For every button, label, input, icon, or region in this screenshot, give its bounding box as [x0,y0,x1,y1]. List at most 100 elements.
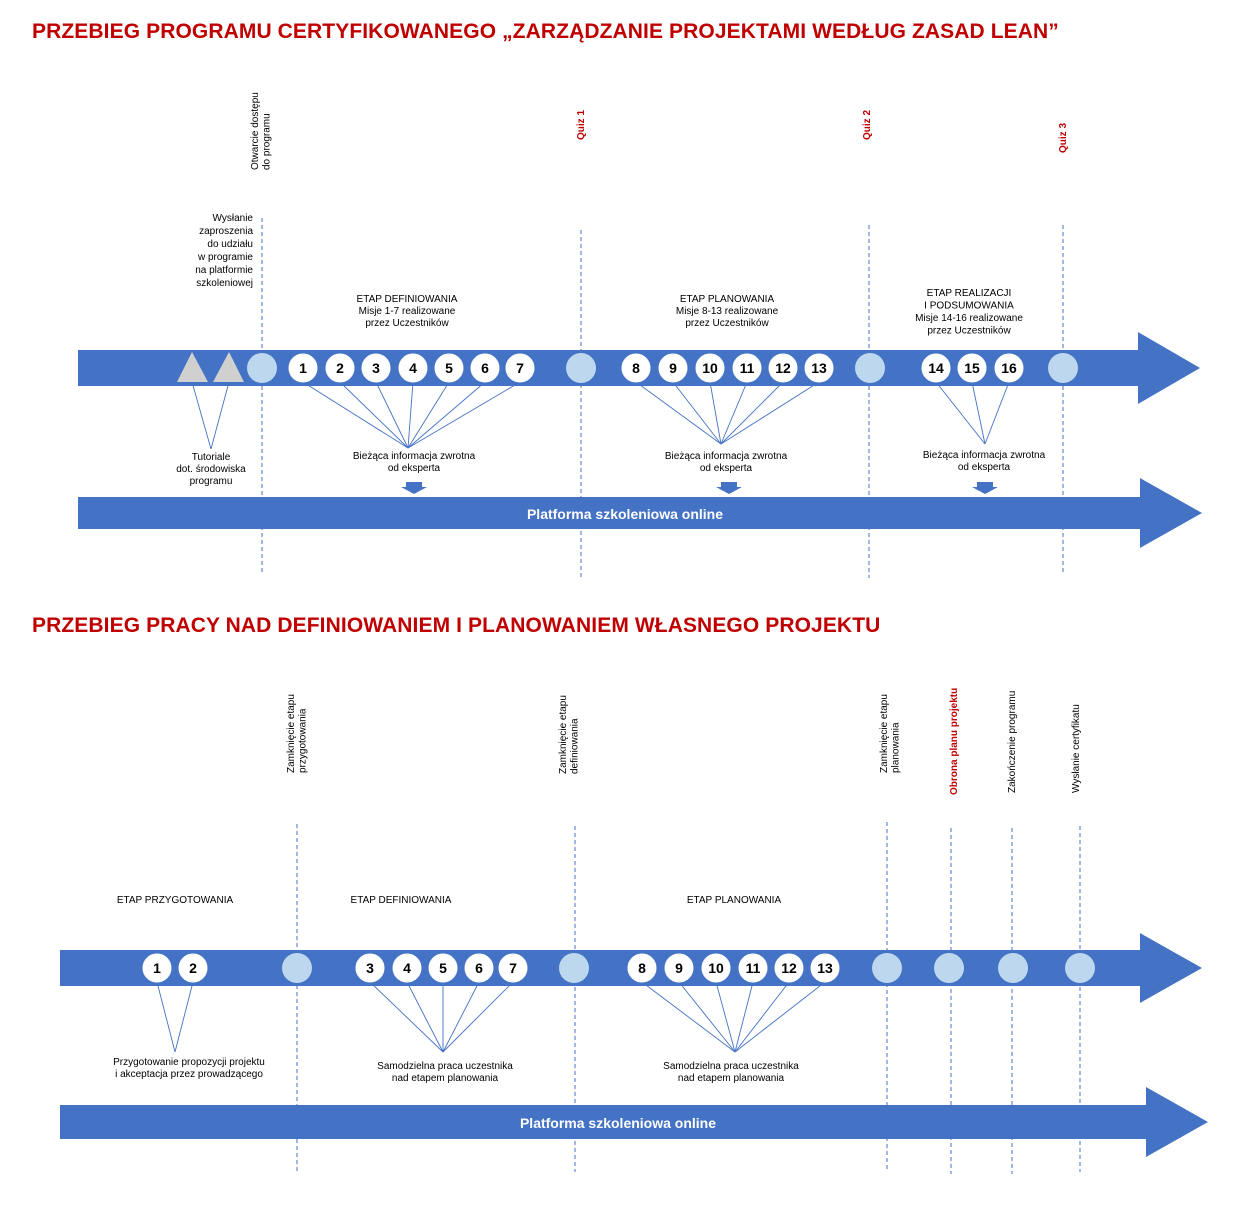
step-9-label: 9 [675,960,683,976]
diagram2-title: PRZEBIEG PRACY NAD DEFINIOWANIEM I PLANO… [32,614,881,637]
mission-1-label: 1 [299,360,307,376]
milestone-quiz-2-line: Quiz 2 [862,110,873,140]
step-3-label: 3 [366,960,374,976]
milestone-end-program-line: Zakończenie programu [1007,691,1018,793]
feedback-connector [984,381,1010,445]
mission-8-circle [620,352,652,384]
work-note-plan-line: nad etapem planowania [678,1073,785,1084]
work-connector [442,981,480,1053]
milestone-close-prep-line: Zamknięcie etapu [286,694,297,773]
stage-przygotowania-2: ETAP PRZYGOTOWANIA [117,895,234,906]
milestone-close-def-line: Zamknięcie etapu [558,695,569,774]
step-4-label: 4 [403,960,411,976]
step-2-label: 2 [189,960,197,976]
mission-11-label: 11 [740,360,755,376]
feedback-arrow-3 [972,482,998,494]
work-connector [734,981,826,1053]
step-4-circle [391,952,423,984]
mission-7-circle [504,352,536,384]
milestone-quiz-2: Quiz 2 [862,110,873,140]
milestone-end-program: Zakończenie programu [1007,691,1018,793]
stage-realizacji-1-line: ETAP REALIZACJI [927,288,1012,299]
platform-label-2: Platforma szkoleniowa online [520,1115,716,1131]
diagram1-title: PRZEBIEG PROGRAMU CERTYFIKOWANEGO „ZARZĄ… [32,20,1059,43]
stage-planowania-1-line: Misje 8-13 realizowane [676,306,779,317]
milestone-close-plan-line: Zamknięcie etapu [879,694,890,773]
milestone-quiz-1: Quiz 1 [576,110,587,140]
platform-label-1: Platforma szkoleniowa online [527,506,723,522]
work-connector [369,981,444,1053]
milestone-certificate: Wysłanie certyfikatu [1071,704,1082,793]
milestone-certificate-line: Wysłanie certyfikatu [1071,704,1082,793]
feedback-connector [720,381,784,445]
stage-definiowania-1-line: przez Uczestników [365,318,449,329]
feedback-connector [339,381,409,449]
work-connector [406,981,444,1053]
milestone-circle-close-def [559,953,589,983]
milestone-circle-close-prep [282,953,312,983]
step-3-circle [354,952,386,984]
tutorial-connector [210,381,230,450]
feedback-connector [971,381,986,445]
step-11-circle [737,952,769,984]
feedback-text-1-line: Bieżąca informacja zwrotna [353,451,476,462]
mission-4-circle [397,352,429,384]
prep-note-line: i akceptacja przez prowadzącego [115,1069,263,1080]
mission-2-label: 2 [336,360,344,376]
feedback-connector [407,381,521,449]
step-12-label: 12 [781,960,797,976]
invitation-text-line: Wysłanie [213,213,254,224]
tutorials-text-line: dot. środowiska [176,464,246,475]
mission-10-circle [694,352,726,384]
stage-realizacji-1-line: I PODSUMOWANIA [924,301,1014,312]
mission-12-label: 12 [775,360,791,376]
mission-12-circle [767,352,799,384]
milestone-defense-line: Obrona planu projektu [949,688,960,795]
mission-13-label: 13 [811,360,827,376]
mission-2-circle [324,352,356,384]
mission-15-label: 15 [964,360,980,376]
step-13-label: 13 [817,960,833,976]
step-1-label: 1 [153,960,161,976]
step-11-label: 11 [746,960,761,976]
stage-realizacji-1-line: przez Uczestników [927,326,1011,337]
step-5-circle [427,952,459,984]
stage-planowania-2: ETAP PLANOWANIA [687,895,782,906]
mission-9-label: 9 [669,360,677,376]
mission-6-label: 6 [481,360,489,376]
feedback-text-1-line: od eksperta [388,463,441,474]
milestone-defense: Obrona planu projektu [949,688,960,795]
mission-13-circle [803,352,835,384]
feedback-text-2-line: od eksperta [700,463,753,474]
milestone-quiz-3: Quiz 3 [1058,123,1069,153]
mission-16-circle [993,352,1025,384]
work-connector [442,981,514,1053]
mission-8-label: 8 [632,360,640,376]
step-6-label: 6 [475,960,483,976]
step-8-circle [626,952,658,984]
milestone-quiz-1-line: Quiz 1 [576,110,587,140]
mission-4-label: 4 [409,360,417,376]
mission-14-circle [920,352,952,384]
work-note-def-line: nad etapem planowania [392,1073,499,1084]
milestone-open-access-line: Otwarcie dostępu [250,92,261,170]
feedback-text-2-line: Bieżąca informacja zwrotna [665,451,788,462]
step-1-circle [141,952,173,984]
step-7-circle [497,952,529,984]
mission-7-label: 7 [516,360,524,376]
feedback-connector [407,381,450,449]
mission-6-circle [469,352,501,384]
feedback-connector [672,381,722,445]
step-2-circle [177,952,209,984]
milestone-circle-certificate [1065,953,1095,983]
work-connector [734,981,754,1053]
stage-definiowania-1-line: ETAP DEFINIOWANIA [357,294,458,305]
invitation-text-line: na platformie [195,265,253,276]
mission-15-circle [956,352,988,384]
